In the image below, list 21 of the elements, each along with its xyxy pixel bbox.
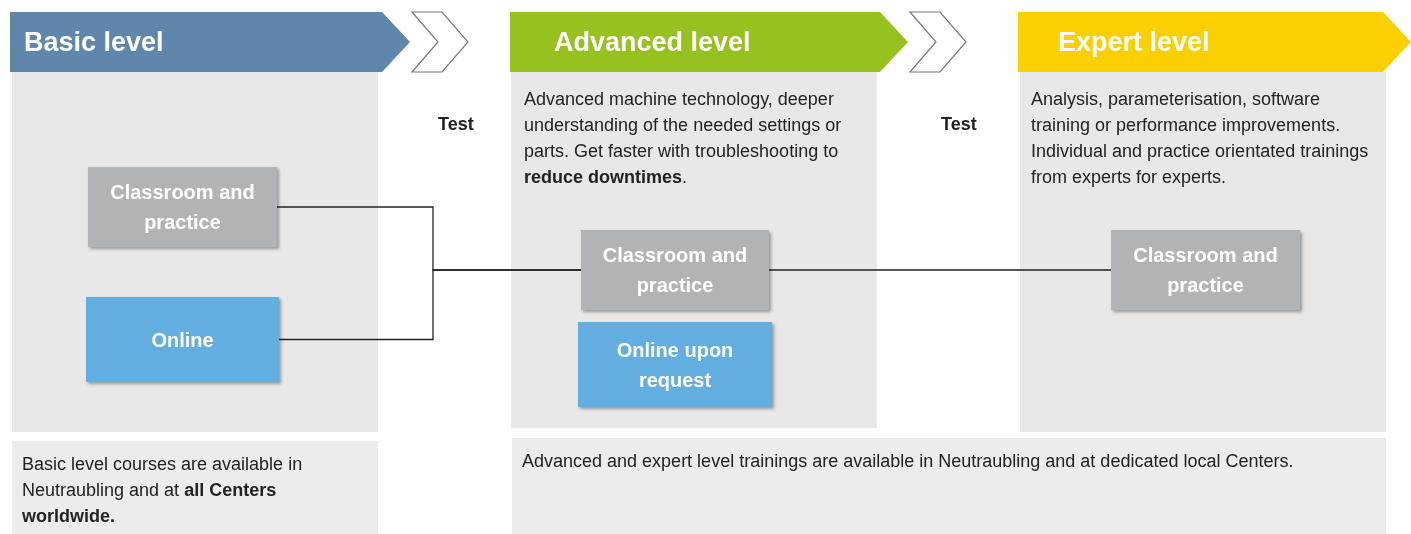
edge-label: Test xyxy=(941,114,977,135)
training-box: Classroom and practice xyxy=(88,167,277,247)
connector-line xyxy=(278,269,582,341)
description-text: Advanced machine technology, deeper understanding of the needed settings or parts. Get faster with troubleshooting to reduce downtimes. xyxy=(524,88,843,189)
level-header: Advanced level xyxy=(510,12,908,72)
training-box: Classroom and practice xyxy=(581,230,769,310)
level-header: Expert level xyxy=(1018,12,1411,72)
training-box: Online xyxy=(86,297,279,382)
training-box: Classroom and practice xyxy=(1111,230,1300,310)
level-panel xyxy=(511,72,877,428)
chevron-arrow xyxy=(410,11,469,73)
description-text: Analysis, parameterisation, software training or performance improvements. Individual and practice orientated trainings from experts for experts. xyxy=(1031,88,1370,189)
level-header: Basic level xyxy=(10,12,410,72)
chevron-arrow xyxy=(908,11,967,73)
level-panel xyxy=(1020,72,1386,432)
training-box: Online upon request xyxy=(578,322,772,407)
edge-label: Test xyxy=(438,114,474,135)
connector-line xyxy=(768,269,1112,271)
note-box: Advanced and expert level trainings are available in Neutraubling and at dedicated local Centers. xyxy=(512,438,1386,534)
level-panel xyxy=(12,72,378,432)
note-box: Basic level courses are available in Neutraubling and at all Centers worldwide. xyxy=(12,441,378,534)
